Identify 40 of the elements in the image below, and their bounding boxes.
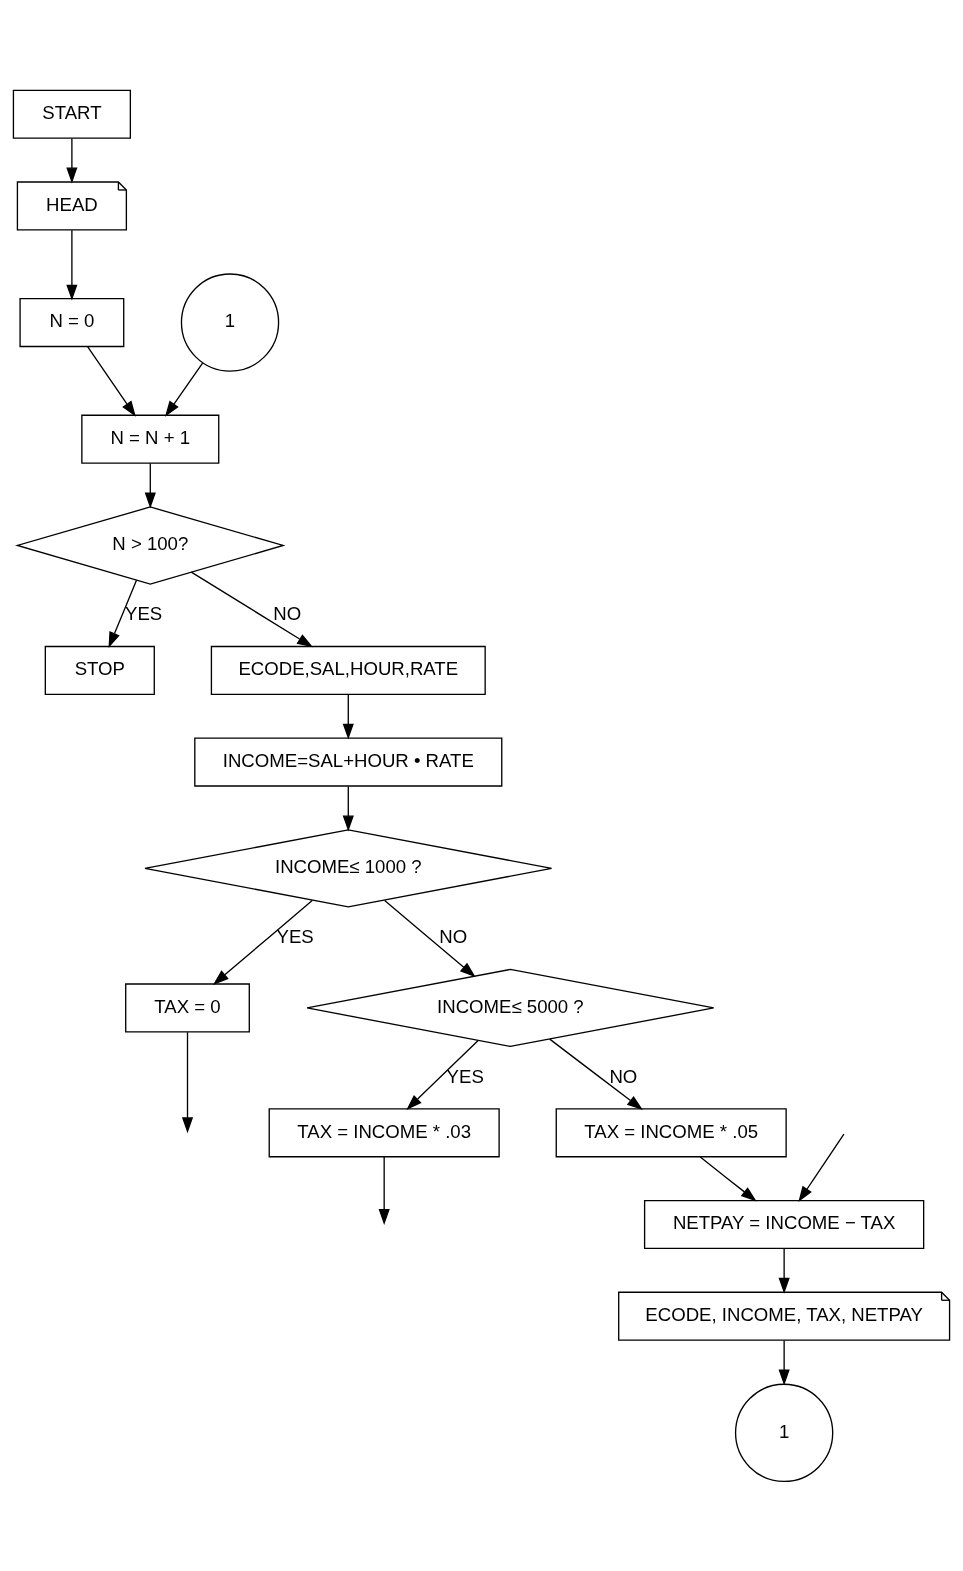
node-box: INCOME=SAL+HOUR • RATE [194,737,503,787]
edge-label: YES [125,602,163,624]
arrow [406,1039,479,1110]
node-diamond: INCOME≤ 1000 ? [144,828,553,908]
node-box: TAX = INCOME * .05 [555,1107,787,1157]
arrow [549,1038,643,1110]
arrow [190,570,314,647]
arrow [378,1155,390,1225]
node-diamond: N > 100? [15,505,286,585]
node-box: N = N + 1 [81,414,220,464]
node-box: TAX = 0 [125,982,250,1032]
arrow [342,693,354,740]
arrow [165,361,204,417]
edge-label: YES [276,925,314,947]
arrow [144,462,156,509]
node-box: NETPAY = INCOME − TAX [643,1199,925,1249]
node-diamond: INCOME≤ 5000 ? [306,968,715,1047]
arrow [778,1339,790,1386]
arrow [212,899,313,985]
node-box: TAX = INCOME * .03 [268,1107,500,1157]
edge-label: YES [446,1065,484,1087]
arrow [66,137,78,183]
arrow [699,1155,757,1202]
node-box: N = 0 [19,297,125,347]
arrow [66,229,78,301]
edge-label: NO [609,1065,638,1087]
node-box: ECODE,SAL,HOUR,RATE [210,645,486,695]
edge-label: NO [439,925,468,947]
arrow [798,1133,845,1202]
arrow [181,1031,194,1133]
node-circle: 1 [734,1383,834,1482]
arrow [778,1247,790,1294]
arrow [87,345,136,417]
node-box: STOP [44,645,155,695]
arrow [342,785,354,831]
node-box: START [12,89,132,139]
arrow [108,579,138,648]
arrow [384,899,476,977]
node-circle: 1 [180,272,280,372]
edge-label: NO [273,602,302,624]
